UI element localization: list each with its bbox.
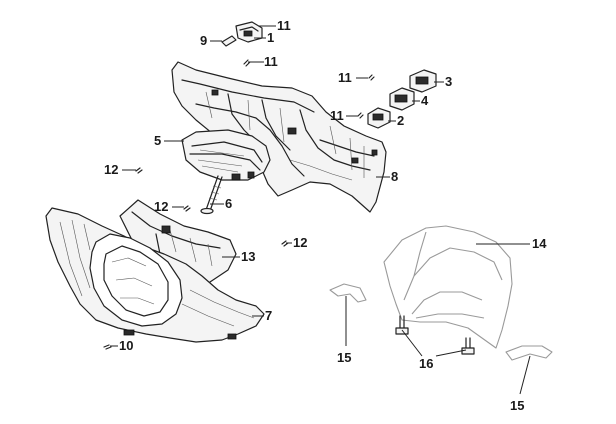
switch-part-9[interactable] bbox=[221, 35, 237, 47]
callout-15b: 15 bbox=[510, 398, 524, 413]
front-handlebar-cover-part[interactable] bbox=[45, 207, 265, 343]
callout-2: 2 bbox=[397, 113, 404, 128]
trim-strip-part-left[interactable] bbox=[329, 283, 367, 303]
callout-5: 5 bbox=[154, 133, 161, 148]
callout-11d: 11 bbox=[330, 108, 344, 123]
callout-3: 3 bbox=[445, 74, 452, 89]
callout-13: 13 bbox=[241, 249, 255, 264]
callout-11c: 11 bbox=[338, 70, 352, 85]
leader-lines bbox=[110, 25, 531, 395]
callout-labels: 11 1 9 11 11 3 4 11 2 5 8 12 12 6 12 13 … bbox=[104, 18, 547, 413]
callout-12c: 12 bbox=[293, 235, 307, 250]
callout-8: 8 bbox=[391, 169, 398, 184]
callout-15a: 15 bbox=[337, 350, 351, 365]
callout-12b: 12 bbox=[154, 199, 168, 214]
trim-strip-part-right[interactable] bbox=[505, 345, 553, 361]
callout-4: 4 bbox=[421, 93, 429, 108]
windscreen-part[interactable] bbox=[383, 225, 513, 349]
callout-6: 6 bbox=[225, 196, 232, 211]
callout-11a: 11 bbox=[277, 18, 291, 33]
callout-14: 14 bbox=[532, 236, 547, 251]
callout-16: 16 bbox=[419, 356, 433, 371]
switch-part-1[interactable] bbox=[235, 21, 263, 43]
callout-9: 9 bbox=[200, 33, 207, 48]
switch-part-3[interactable] bbox=[409, 69, 437, 93]
callout-11b: 11 bbox=[264, 54, 278, 69]
callout-10: 10 bbox=[119, 338, 133, 353]
callout-7: 7 bbox=[265, 308, 272, 323]
screw-parts[interactable] bbox=[103, 59, 375, 350]
speedometer-part[interactable] bbox=[181, 129, 271, 181]
screen-bolt-parts[interactable] bbox=[395, 315, 475, 355]
bolt-part[interactable] bbox=[200, 175, 223, 215]
callout-12a: 12 bbox=[104, 162, 118, 177]
rear-handlebar-cover-part[interactable] bbox=[171, 61, 387, 213]
switch-part-2[interactable] bbox=[367, 107, 391, 129]
switch-part-4[interactable] bbox=[389, 87, 415, 111]
callout-1: 1 bbox=[267, 30, 274, 45]
